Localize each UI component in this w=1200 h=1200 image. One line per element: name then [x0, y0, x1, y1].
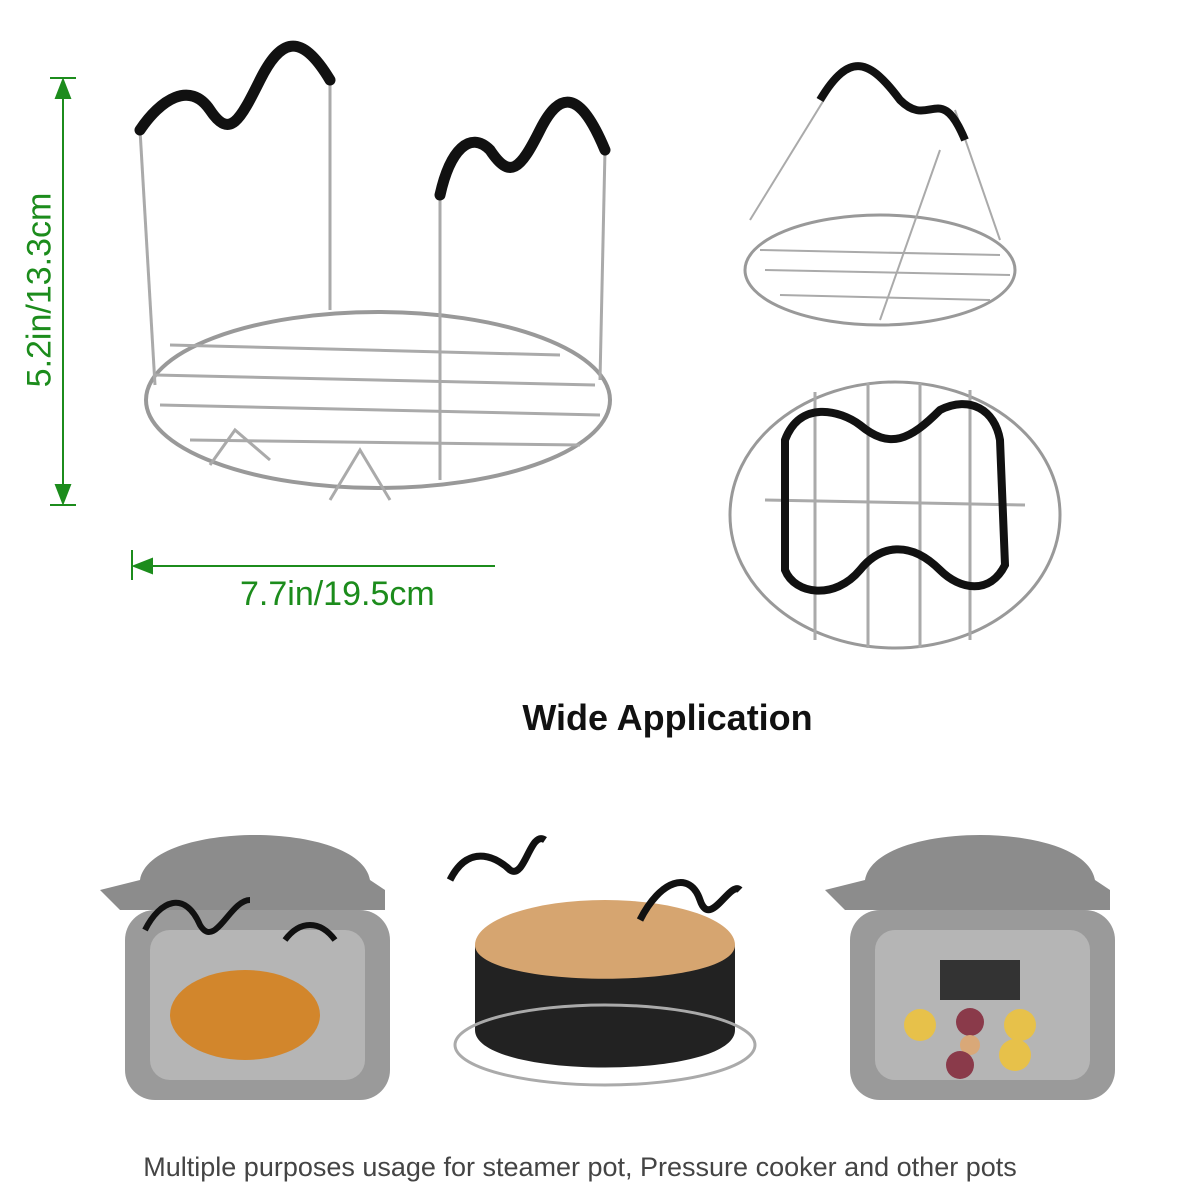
height-dimension-label: 5.2in/13.3cm — [10, 170, 70, 410]
pressure-cooker-corn-icon — [825, 835, 1115, 1100]
springform-cake-pan-icon — [446, 835, 757, 1087]
width-dimension-label: 7.7in/19.5cm — [240, 575, 435, 613]
folded-rack-icon — [743, 62, 1017, 327]
section-heading: Wide Application — [522, 697, 813, 738]
width-arrow-icon — [131, 550, 495, 580]
height-arrow-icon — [50, 77, 76, 506]
rack-with-handles-icon — [134, 40, 612, 501]
height-text: 5.2in/13.3cm — [20, 192, 59, 388]
pressure-cooker-chicken-icon — [100, 835, 390, 1100]
caption: Multiple purposes usage for steamer pot,… — [143, 1152, 1017, 1182]
rack-top-view-icon — [728, 380, 1062, 650]
